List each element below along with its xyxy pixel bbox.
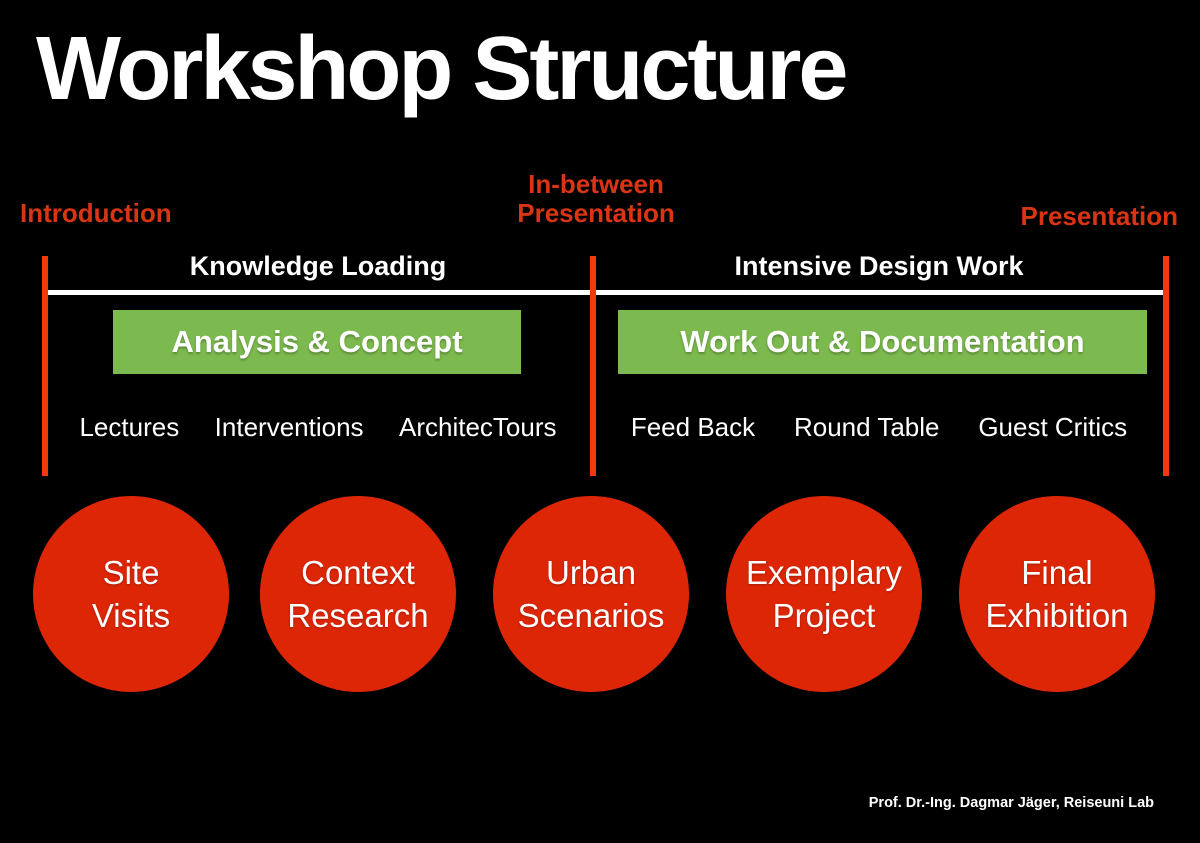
circle-label-line: Exemplary bbox=[746, 554, 902, 591]
method-architectours: ArchitecTours bbox=[399, 412, 557, 442]
timeline-tick-middle bbox=[590, 256, 596, 476]
milestone-inbetween-presentation: In-between Presentation bbox=[446, 170, 746, 228]
phase-heading-intensive-design-work: Intensive Design Work bbox=[734, 251, 1024, 281]
methods-knowledge-loading: Lectures Interventions ArchitecTours bbox=[44, 412, 592, 443]
circle-site-visits: Site Visits bbox=[33, 496, 229, 692]
method-interventions: Interventions bbox=[214, 412, 364, 442]
method-lectures: Lectures bbox=[79, 412, 180, 442]
author-credit: Prof. Dr.-Ing. Dagmar Jäger, Reiseuni La… bbox=[868, 795, 1154, 811]
page-title: Workshop Structure bbox=[36, 19, 848, 119]
method-round-table: Round Table bbox=[793, 412, 940, 442]
circle-context-research: Context Research bbox=[260, 496, 456, 692]
method-guest-critics: Guest Critics bbox=[978, 412, 1128, 442]
milestone-introduction: Introduction bbox=[20, 198, 172, 228]
circle-label-line: Visits bbox=[91, 597, 171, 634]
phase-heading-knowledge-loading: Knowledge Loading bbox=[189, 251, 447, 281]
circle-label-line: Project bbox=[772, 597, 876, 634]
milestone-presentation: Presentation bbox=[1020, 201, 1179, 231]
circle-label-line: Final bbox=[1021, 554, 1093, 591]
circle-final-exhibition: Final Exhibition bbox=[959, 496, 1155, 692]
methods-intensive-design-work: Feed Back Round Table Guest Critics bbox=[592, 412, 1166, 443]
timeline-tick-end bbox=[1163, 256, 1169, 476]
phase-box-workout-documentation: Work Out & Documentation bbox=[618, 310, 1147, 374]
circle-label-line: Context bbox=[301, 554, 415, 591]
milestone-inbetween-line2: Presentation bbox=[517, 198, 675, 228]
timeline-line bbox=[44, 290, 1168, 295]
circle-urban-scenarios: Urban Scenarios bbox=[493, 496, 689, 692]
circle-label-line: Urban bbox=[546, 554, 636, 591]
circle-label-line: Site bbox=[102, 554, 160, 591]
timeline-tick-start bbox=[42, 256, 48, 476]
method-feed-back: Feed Back bbox=[630, 412, 756, 442]
circle-label-line: Exhibition bbox=[985, 597, 1129, 634]
milestone-inbetween-line1: In-between bbox=[528, 169, 664, 199]
circle-label-line: Research bbox=[287, 597, 429, 634]
circle-label-line: Scenarios bbox=[517, 597, 665, 634]
phase-box-analysis-concept: Analysis & Concept bbox=[113, 310, 521, 374]
circle-exemplary-project: Exemplary Project bbox=[726, 496, 922, 692]
